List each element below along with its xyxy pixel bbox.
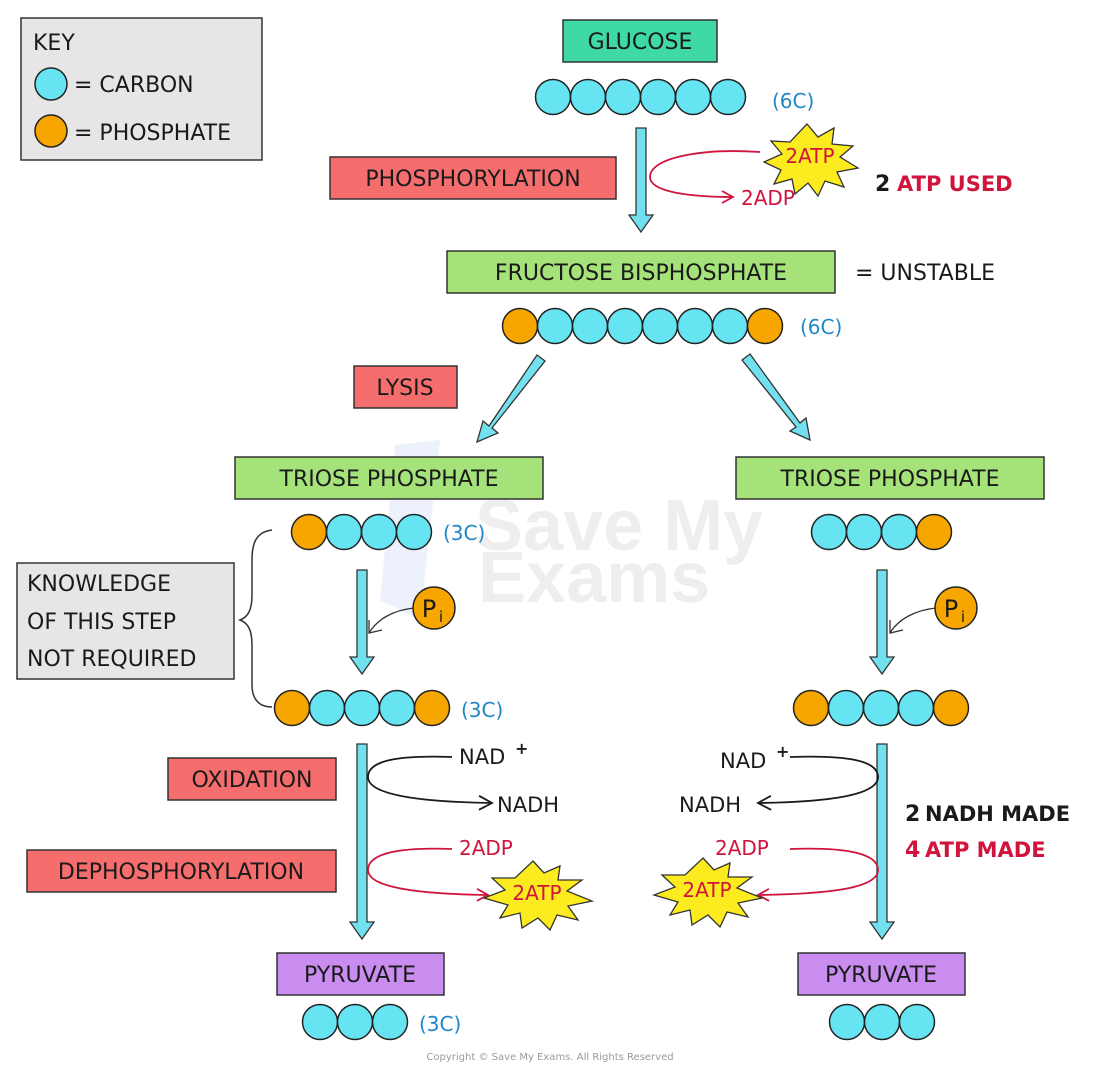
triose-right-molecule [810, 513, 953, 551]
watermark: Save My Exams [380, 440, 763, 620]
atp-made-text: ATP MADE [925, 838, 1046, 862]
fructose-bisphosphate-label: FRUCTOSE BISPHOSPHATE [495, 261, 787, 286]
fructose-bisphosphate-box: FRUCTOSE BISPHOSPHATE [446, 250, 836, 294]
atp-in-burst: 2ATP [762, 123, 860, 198]
phosphorylation-box: PHOSPHORYLATION [329, 156, 617, 200]
pyruvate-left-molecule [301, 1003, 409, 1041]
glucose-box: GLUCOSE [562, 19, 718, 63]
arrow-lysis-right [741, 353, 811, 442]
unstable-label: = UNSTABLE [855, 261, 995, 286]
triose-left-molecule [290, 513, 433, 551]
key-phosphate-label: = PHOSPHATE [74, 121, 231, 146]
pi-left-arrow [368, 607, 415, 634]
key-carbon-swatch [34, 67, 68, 101]
oxidation-box: OXIDATION [167, 757, 337, 801]
fructose-carbon-count: (6C) [800, 315, 842, 339]
lysis-label: LYSIS [376, 376, 433, 401]
adp-out-label: 2ADP [741, 186, 795, 210]
pi-left-circle: P i [412, 586, 456, 630]
oxidation-label: OXIDATION [191, 768, 312, 793]
pi-right-main: P [944, 595, 958, 623]
atp-out-left-burst: 2ATP [481, 860, 595, 932]
pi-left-sub: i [439, 608, 443, 626]
triose-left-carbon-count: (3C) [443, 521, 485, 545]
dephosphorylation-box: DEPHOSPHORYLATION [26, 849, 337, 893]
nad-right-plus: + [776, 742, 789, 761]
key-panel: KEY = CARBON = PHOSPHATE [20, 17, 263, 161]
adp-right-label: 2ADP [715, 836, 769, 860]
nad-left-plus: + [515, 739, 528, 758]
glucose-label: GLUCOSE [588, 30, 693, 55]
atp-made-count: 4 [905, 838, 920, 863]
bisphosphate-right-molecule [792, 689, 970, 727]
bisphosphate-left-molecule [273, 689, 451, 727]
glucose-carbon-count: (6C) [772, 89, 814, 113]
atp-out-right-label: 2ATP [682, 878, 731, 902]
triose-phosphate-right-label: TRIOSE PHOSPHATE [780, 467, 1000, 492]
pyruvate-right-box: PYRUVATE [797, 952, 966, 996]
arrow-glucose-to-fructose [627, 127, 655, 234]
nad-to-nadh-right-arrow [756, 755, 879, 811]
key-title: KEY [33, 31, 75, 56]
pyruvate-right-label: PYRUVATE [825, 963, 937, 988]
pi-right-circle: P i [934, 586, 978, 630]
atp-used-count: 2 [875, 172, 890, 197]
dephosphorylation-label: DEPHOSPHORYLATION [58, 860, 304, 885]
nad-right-label: NAD [720, 749, 766, 773]
nadh-right-label: NADH [679, 793, 741, 817]
phosphorylation-label: PHOSPHORYLATION [365, 167, 580, 192]
pyruvate-right-molecule [828, 1003, 936, 1041]
triose-phosphate-right-box: TRIOSE PHOSPHATE [735, 456, 1045, 500]
lysis-box: LYSIS [353, 365, 458, 409]
pi-right-arrow [889, 607, 937, 634]
pyruvate-carbon-count: (3C) [419, 1012, 461, 1036]
arrow-left-phosphate-step [348, 569, 376, 676]
knowledge-note: KNOWLEDGE OF THIS STEP NOT REQUIRED [16, 562, 235, 680]
nad-to-nadh-left-arrow [367, 755, 494, 811]
nadh-made-text: NADH MADE [925, 802, 1070, 826]
atp-used-text: ATP USED [897, 172, 1013, 196]
nadh-left-label: NADH [497, 793, 559, 817]
copyright-text: Copyright © Save My Exams. All Rights Re… [426, 1052, 673, 1063]
pi-left-main: P [422, 595, 436, 623]
adp-to-atp-left-arrow [367, 847, 490, 902]
fructose-molecule [501, 307, 784, 345]
key-phosphate-swatch [34, 114, 68, 148]
adp-to-atp-right-arrow [756, 847, 879, 902]
nad-left-label: NAD [459, 745, 505, 769]
watermark-line2: Exams [478, 538, 710, 618]
arrow-left-to-pyruvate [348, 743, 376, 941]
atp-out-left-label: 2ATP [512, 881, 561, 905]
arrow-right-to-pyruvate [868, 743, 896, 941]
bisphosphate-left-carbon-count: (3C) [461, 698, 503, 722]
atp-in-label: 2ATP [785, 144, 834, 168]
triose-phosphate-left-box: TRIOSE PHOSPHATE [234, 456, 544, 500]
knowledge-line3: NOT REQUIRED [27, 647, 196, 672]
curly-brace [237, 529, 273, 708]
arrow-lysis-left [475, 354, 546, 444]
nadh-made-count: 2 [905, 802, 920, 827]
pyruvate-left-label: PYRUVATE [304, 963, 416, 988]
adp-left-label: 2ADP [459, 836, 513, 860]
triose-phosphate-left-label: TRIOSE PHOSPHATE [279, 467, 499, 492]
knowledge-line2: OF THIS STEP [27, 610, 176, 635]
key-carbon-label: = CARBON [74, 73, 194, 98]
knowledge-line1: KNOWLEDGE [27, 572, 171, 597]
pyruvate-left-box: PYRUVATE [276, 952, 445, 996]
arrow-right-phosphate-step [868, 569, 896, 676]
pi-right-sub: i [961, 608, 965, 626]
atp-to-adp-arrow [649, 150, 761, 204]
atp-out-right-burst: 2ATP [651, 857, 765, 929]
glucose-molecule [534, 78, 747, 116]
